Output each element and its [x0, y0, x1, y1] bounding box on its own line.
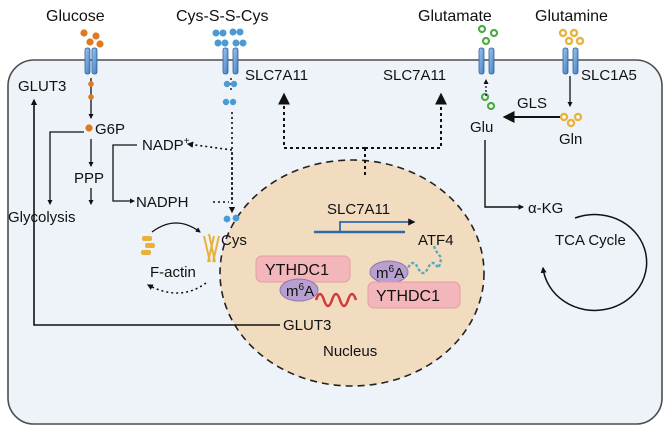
glut3-mrna-wave [314, 292, 358, 308]
label-gls: GLS [517, 95, 547, 112]
glutamate-molecules [477, 24, 499, 46]
label-ythdc1-right: YTHDC1 [376, 288, 440, 305]
regulation-to-slc7a11-right [365, 92, 447, 149]
slc7a11-transcription-arrow [339, 218, 416, 232]
regulation-to-slc7a11-left [278, 92, 365, 149]
label-slc7a11-gene: SLC7A11 [327, 201, 390, 218]
glut3-feedback-arrow [30, 98, 280, 326]
label-cystine: Cys-S-S-Cys [176, 8, 268, 25]
factin-assembly-arrow [151, 222, 201, 233]
cystine-molecules [212, 28, 247, 47]
label-akg: α-KG [528, 200, 563, 217]
factin-disassembly-arrow [146, 282, 207, 294]
g6p-dot [85, 124, 93, 132]
label-glu: Glu [470, 119, 493, 136]
label-glutamate: Glutamate [418, 8, 492, 25]
glu-to-akg-arrow [484, 140, 525, 210]
label-factin: F-actin [150, 264, 196, 281]
label-m6a-left: m6A [286, 282, 314, 300]
gln-molecules [559, 112, 583, 128]
label-slc7a11-left: SLC7A11 [245, 67, 308, 84]
tca-cycle-arrow [540, 213, 648, 312]
label-slc7a11-right: SLC7A11 [383, 67, 446, 84]
g6p-to-glycolysis-arrow [47, 131, 84, 206]
label-ythdc1-left: YTHDC1 [265, 262, 329, 279]
label-nadph: NADPH [136, 194, 189, 211]
label-glut3-membrane: GLUT3 [18, 78, 66, 95]
label-glycolysis: Glycolysis [8, 209, 76, 226]
factin-monomer-left [141, 236, 155, 255]
glut3-transporter [84, 47, 98, 75]
factin-filament-right [203, 233, 220, 263]
nadp-to-nadph-arrow [112, 144, 137, 204]
label-tca: TCA Cycle [555, 232, 626, 249]
label-slc1a5: SLC1A5 [581, 67, 637, 84]
label-m6a-right: m6A [376, 264, 404, 282]
label-glut3-mrna: GLUT3 [283, 317, 331, 334]
label-ppp: PPP [74, 170, 104, 187]
slc7a11-transporter-right [478, 47, 495, 75]
label-g6p: G6P [95, 121, 125, 138]
label-cys: Cys [221, 232, 247, 249]
label-glucose: Glucose [46, 8, 105, 25]
cys-molecules [223, 214, 240, 223]
slc1a5-transporter [562, 47, 579, 75]
label-gln: Gln [559, 131, 582, 148]
glutamine-molecules [558, 28, 585, 46]
label-atf4: ATF4 [418, 232, 454, 249]
ythdc1-box-right [367, 281, 461, 309]
glucose-inside-dots [88, 81, 94, 100]
m6a-mark-left [279, 278, 319, 302]
slc7a11-transporter-left [222, 47, 239, 75]
label-nadp: NADP+ [142, 136, 190, 154]
nucleus-envelope [219, 159, 485, 387]
cystine-inside-molecules [222, 80, 238, 106]
label-nucleus: Nucleus [323, 343, 377, 360]
glucose-molecules [80, 29, 104, 48]
label-glutamine: Glutamine [535, 8, 608, 25]
